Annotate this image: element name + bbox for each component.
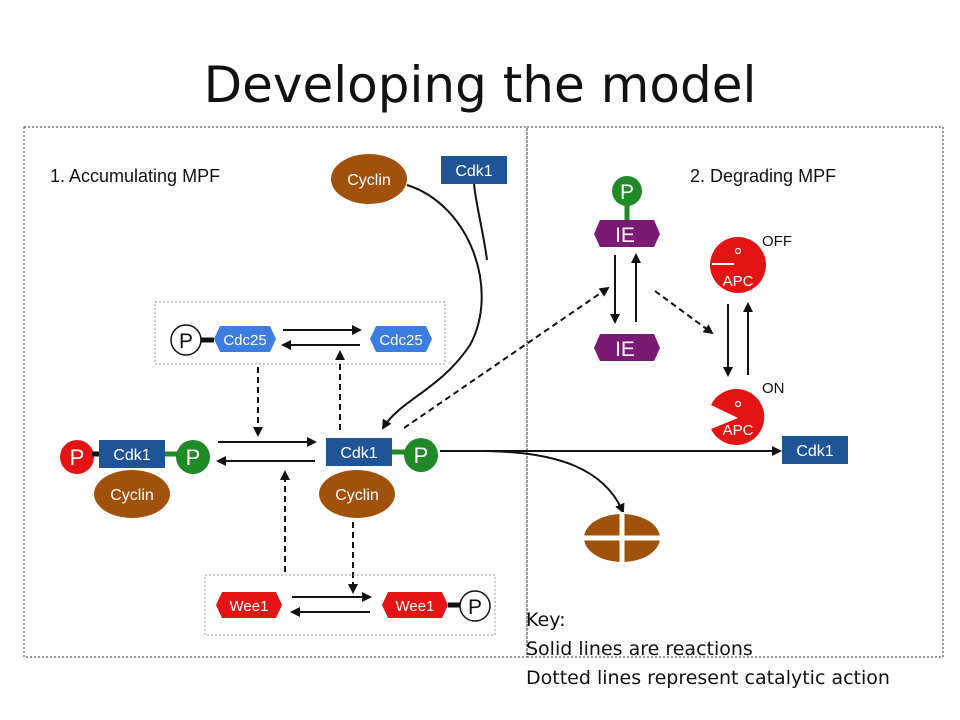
key-heading: Key: [526, 609, 566, 631]
key-line-solid: Solid lines are reactions [526, 638, 753, 660]
svg-text:Cdk1: Cdk1 [455, 163, 492, 180]
svg-text:IE: IE [615, 338, 635, 361]
ie-node: IE [594, 334, 660, 361]
cdk1-binding-line [473, 183, 488, 261]
svg-text:P: P [468, 596, 482, 619]
cyclin-degradation-arrow [484, 450, 625, 514]
cdk1-node-free: Cdk1 [782, 436, 848, 464]
svg-text:APC: APC [723, 273, 754, 290]
apc-node-on: APC [711, 389, 765, 446]
legend-key: Key: Solid lines are reactions Dotted li… [526, 606, 890, 693]
svg-text:Cyclin: Cyclin [110, 487, 154, 504]
svg-text:Cdk1: Cdk1 [113, 447, 150, 464]
cdc25-box [154, 301, 446, 365]
svg-text:Cdc25: Cdc25 [223, 332, 266, 349]
phospho-red-left: P [60, 440, 102, 474]
cdk1-node-top: Cdk1 [441, 156, 507, 184]
wee1-box [204, 574, 496, 636]
phospho-green-left: P [165, 440, 210, 474]
svg-text:Cyclin: Cyclin [335, 487, 379, 504]
mpf-activates-ie-arrow [403, 286, 610, 429]
svg-text:P: P [620, 181, 634, 204]
cyclin-node-top: Cyclin [331, 154, 407, 204]
svg-text:Cdc25: Cdc25 [379, 332, 422, 349]
panel-accumulating [23, 126, 528, 658]
phospho-ie: P [612, 176, 642, 220]
degraded-cyclin-icon [582, 512, 662, 564]
ie-activates-apc-arrow [654, 290, 714, 335]
key-line-dotted: Dotted lines represent catalytic action [526, 667, 890, 689]
panel-label-degrading: 2. Degrading MPF [690, 166, 836, 186]
slide-title: Developing the model [203, 56, 757, 114]
svg-text:Wee1: Wee1 [230, 598, 269, 615]
svg-text:IE: IE [615, 224, 635, 247]
cdc25-node: Cdc25 [370, 326, 432, 352]
cdc25-node-phosphorylated: Cdc25 [214, 326, 276, 352]
phospho-green-center: P [392, 438, 438, 472]
ie-node-phosphorylated: IE [594, 220, 660, 247]
cyclin-node-left: Cyclin [94, 470, 170, 518]
cdk1-node-left: Cdk1 [99, 440, 165, 468]
svg-text:P: P [186, 445, 201, 470]
apc-off-label: OFF [762, 233, 792, 250]
cyclin-binding-arrow [381, 184, 483, 430]
svg-text:Cyclin: Cyclin [347, 172, 391, 189]
panel-label-accumulating: 1. Accumulating MPF [50, 166, 220, 186]
svg-text:P: P [414, 443, 429, 468]
svg-text:Wee1: Wee1 [396, 598, 435, 615]
apc-node-off: APC [710, 237, 766, 293]
svg-text:APC: APC [723, 422, 754, 439]
svg-text:Cdk1: Cdk1 [340, 445, 377, 462]
wee1-node-phosphorylated: Wee1 [382, 592, 448, 618]
cdk1-node-center: Cdk1 [326, 438, 392, 466]
cyclin-node-center: Cyclin [319, 470, 395, 518]
phospho-wee1: P [448, 590, 491, 622]
svg-text:Cdk1: Cdk1 [796, 443, 833, 460]
panel-degrading [526, 126, 944, 658]
svg-text:P: P [179, 330, 193, 353]
apc-on-label: ON [762, 380, 785, 397]
svg-text:P: P [70, 445, 85, 470]
wee1-node: Wee1 [216, 592, 282, 618]
phospho-cdc25: P [170, 324, 214, 356]
